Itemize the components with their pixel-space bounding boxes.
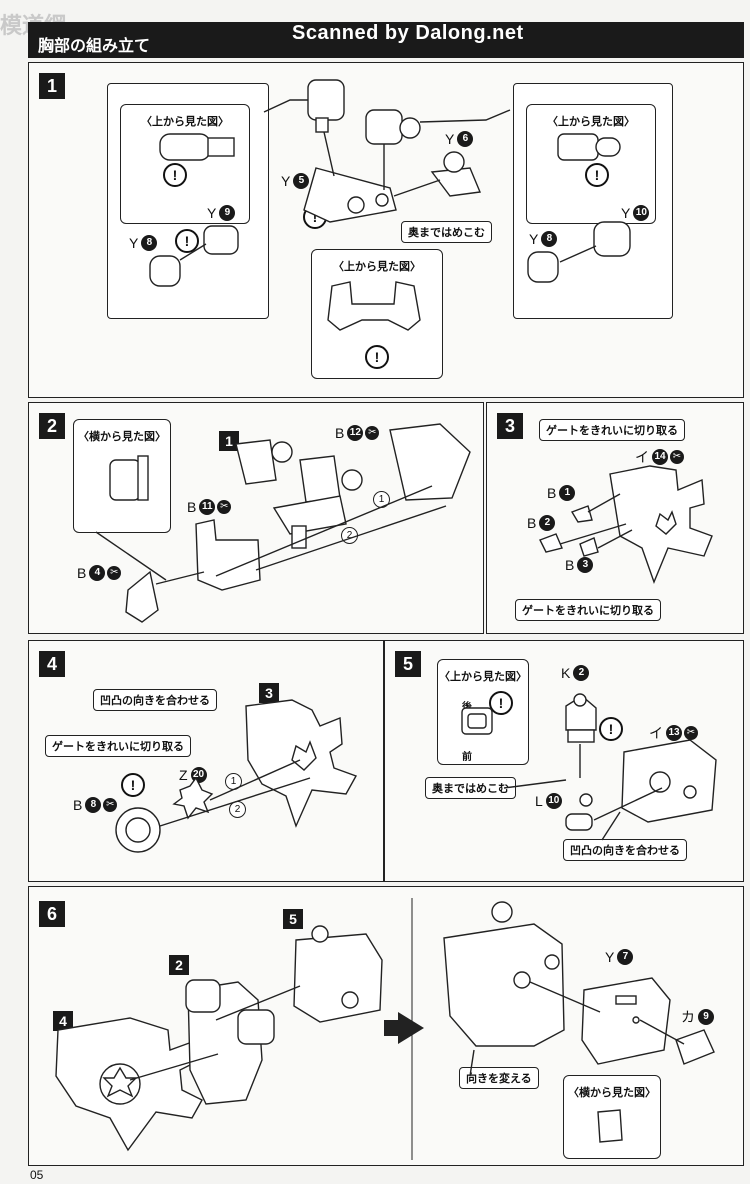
scan-credit: Scanned by Dalong.net [292, 22, 524, 44]
reference-step-2: 2 [169, 955, 189, 975]
align-note: 凹凸の向きを合わせる [563, 839, 687, 861]
reference-step-1: 1 [219, 431, 239, 451]
view-title: 〈上から見た図〉 [439, 670, 527, 683]
step-number: 6 [39, 901, 65, 927]
reference-step-4: 4 [53, 1011, 73, 1031]
proceed-arrow-icon [384, 1012, 424, 1044]
caution-icon: ! [585, 163, 609, 187]
side-view-callout: 〈横から見た図〉 [73, 419, 171, 533]
caution-icon: ! [303, 205, 327, 229]
section-header: 胸部の組み立て Scanned by Dalong.net [28, 22, 744, 58]
sequence-1: 1 [373, 491, 390, 508]
step-number: 1 [39, 73, 65, 99]
view-title: 〈横から見た図〉 [568, 1086, 656, 1099]
front-label: 前 [462, 752, 472, 763]
top-view-callout-right: 〈上から見た図〉 [513, 83, 673, 319]
reference-step-5: 5 [283, 909, 303, 929]
top-view-inner: 〈上から見た図〉 [120, 104, 250, 224]
sequence-2: 2 [229, 801, 246, 818]
caution-icon: ! [121, 773, 145, 797]
gate-note: ゲートをきれいに切り取る [45, 735, 191, 757]
press-fully-note: 奥まではめこむ [425, 777, 516, 799]
gate-note-bottom: ゲートをきれいに切り取る [515, 599, 661, 621]
page-number: 05 [30, 1168, 44, 1182]
step-number: 4 [39, 651, 65, 677]
step-number: 3 [497, 413, 523, 439]
align-note: 凹凸の向きを合わせる [93, 689, 217, 711]
step-number: 2 [39, 413, 65, 439]
view-title: 〈上から見た図〉 [333, 260, 421, 273]
caution-icon: ! [365, 345, 389, 369]
top-view-callout-left: 〈上から見た図〉 [107, 83, 269, 319]
view-title: 〈横から見た図〉 [78, 430, 166, 443]
sequence-2: 2 [341, 527, 358, 544]
top-view-inner: 〈上から見た図〉 [526, 104, 656, 224]
caution-icon: ! [599, 717, 623, 741]
view-title: 〈上から見た図〉 [141, 115, 229, 128]
reference-step-3: 3 [259, 683, 279, 703]
back-label: 後 [462, 702, 472, 713]
press-fully-note: 奥まではめこむ [401, 221, 492, 243]
step-number: 5 [395, 651, 421, 677]
caution-icon: ! [163, 163, 187, 187]
section-title: 胸部の組み立て [38, 36, 151, 55]
turn-note: 向きを変える [459, 1067, 539, 1089]
side-view-callout: 〈横から見た図〉 [563, 1075, 661, 1159]
view-title: 〈上から見た図〉 [547, 115, 635, 128]
caution-icon: ! [175, 229, 199, 253]
caution-icon: ! [489, 691, 513, 715]
gate-note-top: ゲートをきれいに切り取る [539, 419, 685, 441]
sequence-1: 1 [225, 773, 242, 790]
top-view-callout: 〈上から見た図〉 後 前 [437, 659, 529, 765]
